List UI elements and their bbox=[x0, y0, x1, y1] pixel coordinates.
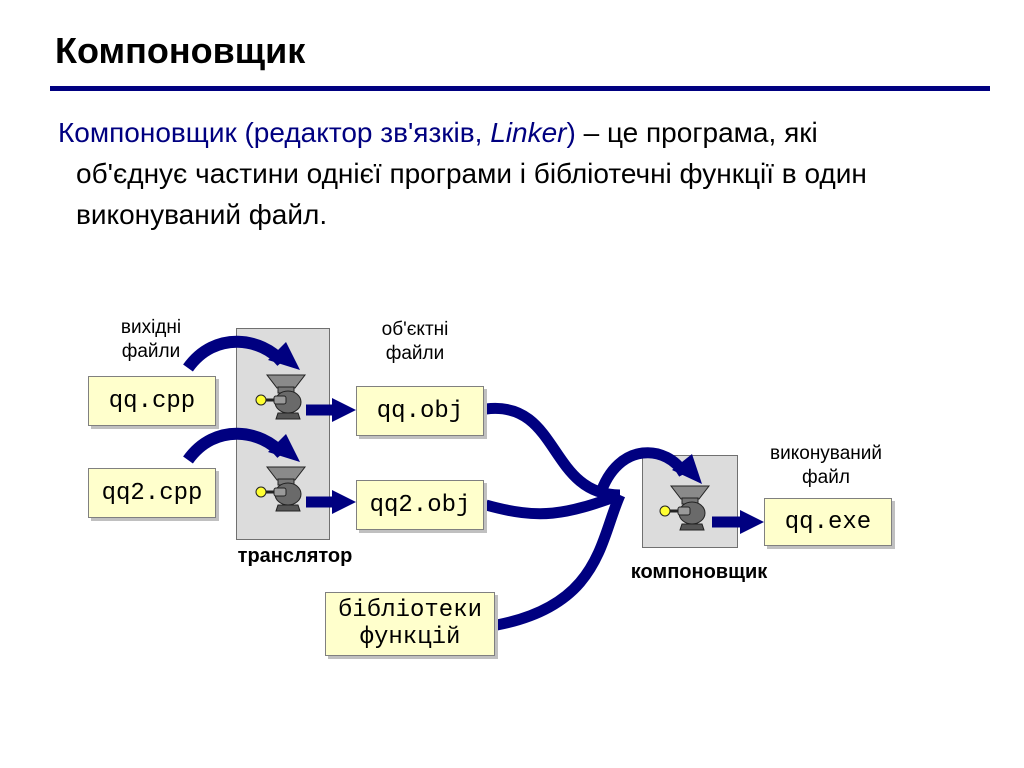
executable-file-qq-exe: qq.exe bbox=[764, 498, 892, 546]
linker-label: компоновщик bbox=[630, 561, 768, 583]
executable-file-label: виконуваний файл bbox=[770, 443, 882, 488]
meat-grinder-icon bbox=[254, 373, 307, 421]
definition-paragraph: Компоновщик (редактор зв'язків, Linker) … bbox=[58, 112, 896, 235]
object-files-label: об'єктні файли bbox=[381, 319, 449, 364]
definition-term: Компоновщик (редактор зв'язків, bbox=[58, 117, 491, 148]
title-divider bbox=[50, 86, 990, 91]
function-libraries-box: бібліотеки функцій bbox=[325, 592, 495, 656]
definition-term-close: ) bbox=[566, 117, 576, 148]
source-file-qq-cpp: qq.cpp bbox=[88, 376, 216, 426]
definition-term-linker: Linker bbox=[490, 117, 567, 148]
source-file-qq2-cpp: qq2.cpp bbox=[88, 468, 216, 518]
linker-input-curves bbox=[484, 402, 689, 631]
source-files-label: вихідні файли bbox=[120, 317, 182, 362]
definition-body: – це програма, які об'єднує частини одні… bbox=[76, 117, 867, 230]
meat-grinder-icon bbox=[254, 465, 307, 513]
meat-grinder-icon bbox=[658, 484, 711, 532]
slide-title: Компоновщик bbox=[55, 30, 306, 71]
object-file-qq2-obj: qq2.obj bbox=[356, 480, 484, 530]
translator-label: транслятор bbox=[237, 545, 353, 567]
object-file-qq-obj: qq.obj bbox=[356, 386, 484, 436]
